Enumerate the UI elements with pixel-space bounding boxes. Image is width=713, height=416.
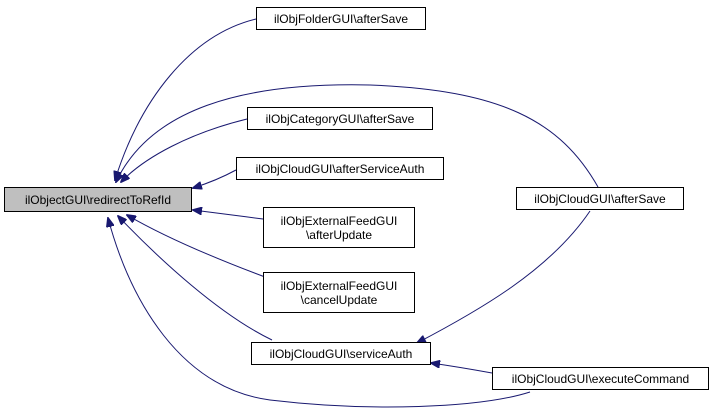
edge-externalfeed-cancelupdate-to-root: [127, 215, 266, 278]
edge-cloud-aftersave-to-serviceauth: [417, 210, 591, 343]
edge-cloud-afterserviceauth-to-root: [193, 169, 237, 188]
node-label: ilObjCloudGUI\afterServiceAuth: [255, 161, 425, 176]
node-label: ilObjCloudGUI\executeCommand: [511, 371, 690, 386]
node-category-aftersave[interactable]: ilObjCategoryGUI\afterSave: [247, 107, 433, 130]
node-label: ilObjCategoryGUI\afterSave: [265, 111, 415, 126]
edge-cloud-aftersave-to-root-top: [116, 84, 599, 188]
node-label: ilObjFolderGUI\afterSave: [273, 11, 409, 26]
node-folder-aftersave[interactable]: ilObjFolderGUI\afterSave: [256, 7, 426, 30]
node-cloud-afterserviceauth[interactable]: ilObjCloudGUI\afterServiceAuth: [236, 157, 444, 180]
edge-category-aftersave-to-root: [121, 118, 248, 182]
edge-cloud-serviceauth-to-root: [118, 216, 273, 341]
node-label-line1: ilObjExternalFeedGUI: [280, 213, 398, 228]
node-externalfeed-cancelupdate[interactable]: ilObjExternalFeedGUI \cancelUpdate: [263, 272, 415, 313]
node-cloud-serviceauth[interactable]: ilObjCloudGUI\serviceAuth: [251, 342, 431, 365]
node-label-line2: \afterUpdate: [305, 227, 373, 242]
node-redirecttorefid: ilObjectGUI\redirectToRefId: [4, 187, 192, 212]
node-cloud-aftersave[interactable]: ilObjCloudGUI\afterSave: [516, 187, 684, 210]
edge-folder-aftersave-to-root: [115, 18, 257, 180]
node-label: ilObjCloudGUI\afterSave: [534, 191, 666, 206]
node-cloud-executecommand[interactable]: ilObjCloudGUI\executeCommand: [492, 367, 709, 390]
node-label: ilObjectGUI\redirectToRefId: [24, 192, 172, 207]
edge-cloud-executecommand-to-serviceauth: [431, 363, 493, 374]
node-label-line1: ilObjExternalFeedGUI: [280, 278, 398, 293]
node-externalfeed-afterupdate[interactable]: ilObjExternalFeedGUI \afterUpdate: [263, 207, 415, 248]
edge-cloud-executecommand-to-root-bottom: [108, 218, 531, 408]
node-label-line2: \cancelUpdate: [300, 292, 378, 307]
node-label: ilObjCloudGUI\serviceAuth: [269, 346, 413, 361]
edge-externalfeed-afterupdate-to-root: [193, 210, 264, 220]
